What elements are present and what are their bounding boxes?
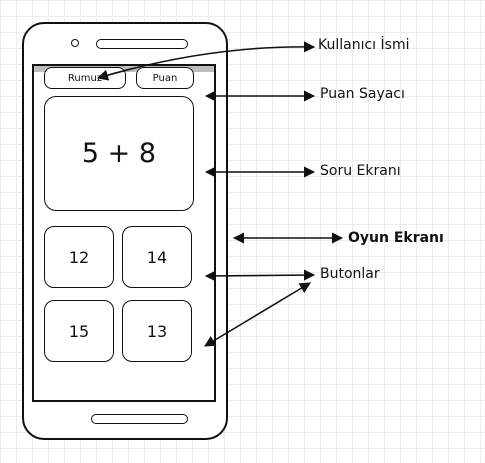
label-question-screen: Soru Ekranı	[320, 163, 401, 179]
arrow-user-name	[96, 41, 316, 81]
home-bar	[91, 414, 188, 424]
question-box: 5 + 8	[44, 96, 194, 211]
camera-icon	[71, 39, 79, 47]
label-user-name: Kullanıcı İsmi	[318, 37, 410, 53]
answer-label: 12	[68, 247, 90, 267]
nickname-pill-label: Rumuz	[67, 72, 103, 84]
answer-button-2[interactable]: 14	[122, 226, 192, 288]
arrow-buttons-top	[204, 269, 316, 282]
answer-label: 15	[68, 321, 90, 341]
answer-button-4[interactable]: 13	[122, 300, 192, 362]
answer-label: 14	[146, 247, 168, 267]
answer-label: 13	[146, 321, 168, 341]
question-text: 5 + 8	[81, 138, 157, 169]
label-buttons: Butonlar	[320, 266, 380, 282]
label-game-screen: Oyun Ekranı	[348, 230, 444, 246]
answer-button-3[interactable]: 15	[44, 300, 114, 362]
label-score-counter: Puan Sayacı	[320, 86, 405, 102]
arrow-buttons-bottom	[204, 282, 311, 347]
answer-button-1[interactable]: 12	[44, 226, 114, 288]
